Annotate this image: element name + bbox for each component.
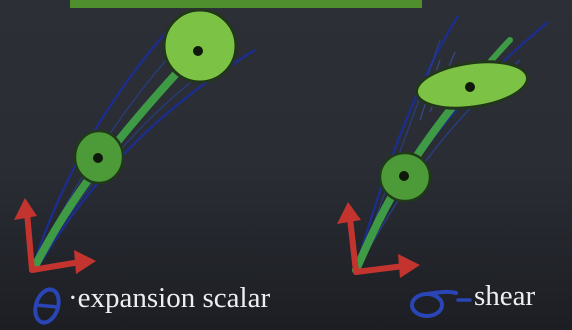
blob-large — [164, 10, 236, 82]
blob-small-center-dot — [399, 171, 409, 181]
top-green-strip — [70, 0, 422, 8]
sigma-tail — [427, 292, 456, 294]
caption-shear: shear — [474, 282, 535, 311]
caption-expansion-scalar: ·expansion scalar — [68, 284, 270, 313]
blob-sheared-center-dot — [465, 82, 475, 92]
blob-small-center-dot — [93, 153, 103, 163]
blob-large-center-dot — [193, 46, 203, 56]
theta-bar — [36, 305, 58, 307]
